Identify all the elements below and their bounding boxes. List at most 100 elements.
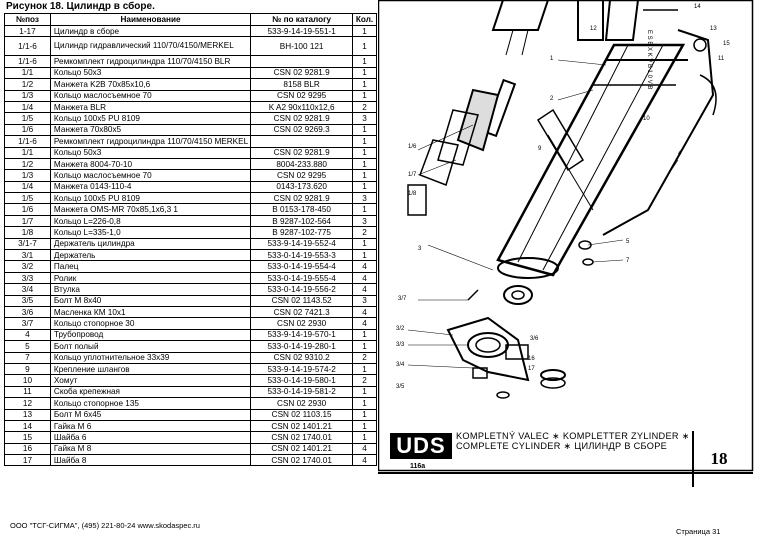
row-catalog-number: 533-9-14-19-570-1 bbox=[250, 328, 354, 342]
row-quantity: 1 bbox=[352, 431, 377, 444]
row-catalog-number: B 9287-102-775 bbox=[250, 226, 354, 239]
row-name: Шайба 8 bbox=[49, 454, 252, 467]
row-name: Манжета K2B 70x85x10,6 bbox=[49, 78, 252, 91]
row-name: Гайка М 8 bbox=[49, 442, 252, 456]
rod-eye bbox=[503, 285, 533, 305]
row-position: 1/1 bbox=[4, 146, 51, 159]
row-position: 1/7 bbox=[4, 214, 51, 228]
row-name: Кольцо L=226-0,8 bbox=[49, 214, 252, 228]
row-catalog-number: 8158 BLR bbox=[250, 78, 354, 91]
row-quantity: 1 bbox=[352, 89, 377, 102]
row-quantity: 1 bbox=[352, 419, 377, 433]
row-name: Ремкомплект гидроцилиндра 110/70/4150 BL… bbox=[49, 55, 252, 68]
row-quantity: 2 bbox=[352, 351, 377, 364]
cylinder-barrel-left bbox=[407, 0, 550, 216]
row-quantity: 1 bbox=[352, 203, 377, 216]
callout-3: 3 bbox=[418, 246, 422, 252]
row-catalog-number: 533-0-14-19-280-1 bbox=[250, 340, 354, 353]
row-position: 17 bbox=[4, 454, 51, 467]
row-name: Палец bbox=[49, 260, 252, 273]
row-catalog-number: CSN 02 1740.01 bbox=[250, 454, 354, 467]
row-name: Кольцо маслосъемное 70 bbox=[49, 169, 252, 182]
row-quantity: 3 bbox=[352, 294, 377, 308]
callout-16: 16 bbox=[528, 356, 535, 362]
row-position: 3/1-7 bbox=[4, 237, 51, 251]
row-quantity: 1 bbox=[352, 408, 377, 421]
row-quantity: 1 bbox=[352, 66, 377, 80]
row-quantity: 3 bbox=[352, 112, 377, 125]
row-name: Гайка М 6 bbox=[49, 419, 252, 433]
small-parts bbox=[467, 240, 594, 399]
header-position: №поз bbox=[4, 13, 51, 26]
title-line-1: KOMPLETNÝ VALEC ∗ KOMPLETTER ZYLINDER ∗ bbox=[456, 431, 690, 441]
row-quantity: 4 bbox=[352, 317, 377, 330]
row-catalog-number: 533-9-14-19-574-2 bbox=[250, 362, 354, 376]
callout-labels: 1/6 1/7 1/8 3/2 3/3 3/4 3/5 3/6 3/7 1 2 … bbox=[396, 4, 730, 390]
row-position: 1/4 bbox=[4, 100, 51, 114]
row-catalog-number: CSN 02 2930 bbox=[250, 397, 354, 410]
parts-table: №поз Наименование № по каталогу Кол. 1-1… bbox=[4, 13, 377, 467]
row-name: Кольцо уплотнительное 33x39 bbox=[49, 351, 252, 364]
callout-1-8: 1/8 bbox=[408, 191, 417, 197]
callout-3-3: 3/3 bbox=[396, 342, 405, 348]
row-name: Держатель bbox=[49, 249, 252, 262]
row-catalog-number bbox=[250, 55, 354, 68]
row-position: 10 bbox=[4, 374, 51, 387]
vertical-note: E S E X K V B 1 0 V B bbox=[646, 30, 652, 89]
row-position: 1/1-6 bbox=[4, 36, 51, 57]
row-catalog-number: CSN 02 1143.52 bbox=[250, 294, 354, 308]
row-quantity: 1 bbox=[352, 362, 377, 376]
row-catalog-number: CSN 02 2930 bbox=[250, 317, 354, 330]
row-position: 3/2 bbox=[4, 260, 51, 273]
row-quantity: 1 bbox=[352, 249, 377, 262]
row-quantity: 1 bbox=[352, 340, 377, 353]
callout-17: 17 bbox=[528, 366, 535, 372]
row-position: 3/6 bbox=[4, 305, 51, 319]
row-position: 13 bbox=[4, 408, 51, 421]
row-position: 5 bbox=[4, 340, 51, 353]
row-catalog-number bbox=[250, 135, 354, 148]
row-catalog-number: CSN 02 9281.9 bbox=[250, 192, 354, 205]
row-catalog-number: 8004-233.880 bbox=[250, 157, 354, 171]
row-quantity: 1 bbox=[352, 385, 377, 399]
uds-code: 116a bbox=[410, 463, 426, 470]
callout-12: 12 bbox=[590, 26, 597, 32]
row-name: Кольцо 50x3 bbox=[49, 146, 252, 159]
row-catalog-number: B 9287-102-564 bbox=[250, 214, 354, 228]
callout-7: 7 bbox=[626, 258, 630, 264]
figure-title: Рисунок 18. Цилиндр в сборе. bbox=[6, 1, 155, 12]
callout-3-6: 3/6 bbox=[530, 336, 539, 342]
row-catalog-number: CSN 02 9281.9 bbox=[250, 66, 354, 80]
row-name: Манжета 0143-110-4 bbox=[49, 180, 252, 194]
frame-bottom-line bbox=[378, 472, 753, 474]
row-position: 14 bbox=[4, 419, 51, 433]
row-quantity: 1 bbox=[352, 328, 377, 342]
row-position: 3/3 bbox=[4, 271, 51, 285]
row-position: 16 bbox=[4, 442, 51, 456]
row-position: 1-17 bbox=[4, 24, 51, 38]
row-catalog-number: B 0153-178-450 bbox=[250, 203, 354, 216]
callout-3-7: 3/7 bbox=[398, 296, 407, 302]
row-quantity: 1 bbox=[352, 237, 377, 251]
row-name: Кольцо 100x5 PU 8109 bbox=[49, 192, 252, 205]
row-catalog-number: 533-0-14-19-553-3 bbox=[250, 249, 354, 262]
row-quantity: 4 bbox=[352, 260, 377, 273]
row-name: Манжета OMS-MR 70x85,1x6,3 1 bbox=[49, 203, 252, 216]
